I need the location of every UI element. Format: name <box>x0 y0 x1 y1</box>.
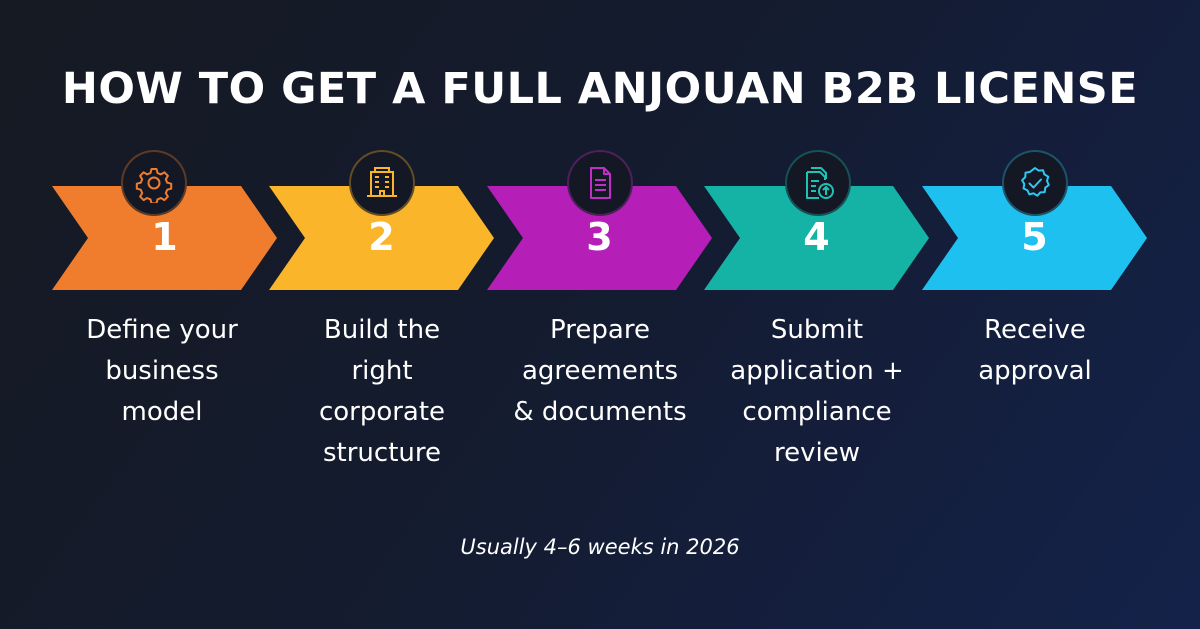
step-3-number: 3 <box>586 215 613 259</box>
step-3-badge <box>567 150 633 216</box>
verified-badge-icon <box>1021 167 1050 197</box>
step-4-badge <box>785 150 851 216</box>
gear-icon <box>135 168 173 203</box>
document-icon <box>590 167 611 199</box>
office-building-icon <box>367 167 397 197</box>
step-3-label: Prepare agreements & documents <box>513 315 687 427</box>
step-1-number: 1 <box>151 215 178 259</box>
step-4-label: Submit application + compliance review <box>730 315 904 468</box>
upload-document-icon <box>806 167 834 199</box>
step-1-badge <box>121 150 187 216</box>
step-5-number: 5 <box>1021 215 1048 259</box>
step-1-label: Define your business model <box>86 315 238 427</box>
step-5-label: Receive approval <box>978 315 1092 386</box>
step-4-number: 4 <box>803 215 830 259</box>
step-2-label: Build the right corporate structure <box>318 315 446 468</box>
timeline-note: Usually 4–6 weeks in 2026 <box>460 535 740 559</box>
step-2-badge <box>349 150 415 216</box>
step-5-badge <box>1002 150 1068 216</box>
step-2-number: 2 <box>368 215 395 259</box>
page-title: HOW TO GET A FULL ANJOUAN B2B LICENSE <box>61 64 1139 114</box>
